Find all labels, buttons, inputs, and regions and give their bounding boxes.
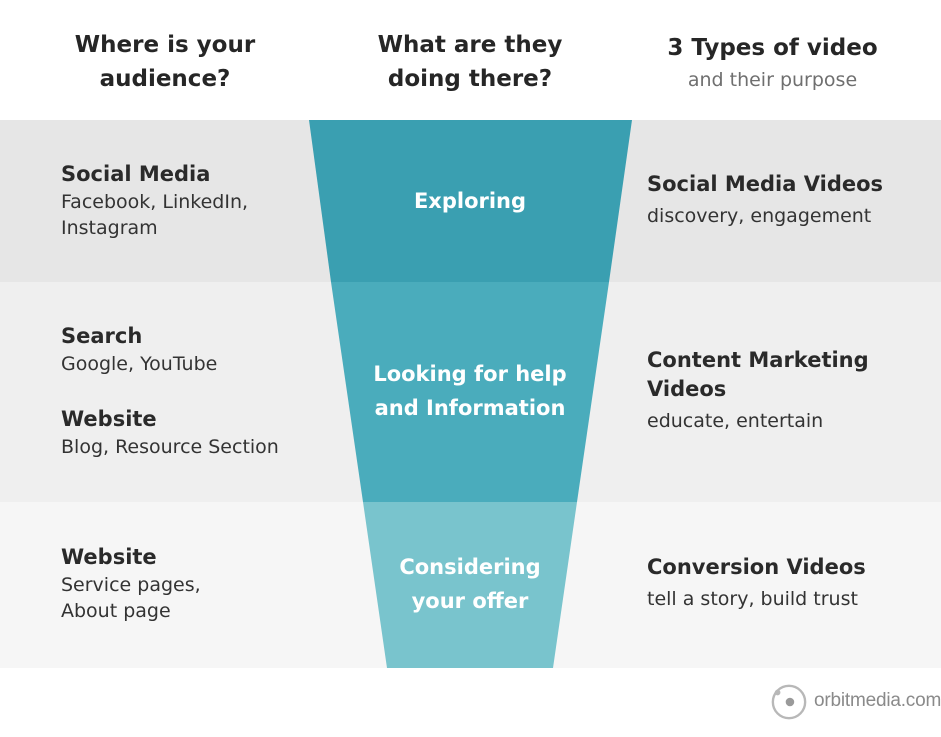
stage-label-line: Considering: [399, 555, 541, 579]
header-video-types-title: 3 Types of video: [667, 35, 878, 61]
funnel-segment-middle: [331, 282, 609, 502]
audience-desc-line: Instagram: [61, 217, 158, 239]
header-audience-line-1: Where is your: [74, 32, 256, 58]
audience-desc-line: Google, YouTube: [61, 353, 218, 375]
stage-considering: Considering your offer: [330, 550, 610, 618]
video-desc: tell a story, build trust: [647, 588, 858, 610]
header-video-types-subtitle: and their purpose: [687, 69, 858, 91]
audience-desc-line: About page: [61, 600, 171, 622]
header-activity: What are they doing there?: [318, 28, 622, 96]
video-desc: educate, entertain: [647, 410, 824, 432]
stage-label-line: Looking for help: [373, 362, 567, 386]
funnel-segment-bottom: [363, 502, 577, 668]
audience-website-service: Website Service pages, About page: [61, 543, 316, 624]
funnel-segment-top: [309, 120, 632, 282]
audience-title: Search: [61, 324, 143, 348]
audience-desc-line: Blog, Resource Section: [61, 436, 279, 458]
video-conversion: Conversion Videos tell a story, build tr…: [647, 553, 927, 612]
audience-title: Website: [61, 545, 157, 569]
stage-exploring: Exploring: [330, 184, 610, 218]
audience-website-blog: Website Blog, Resource Section: [61, 405, 316, 460]
header-video-types: 3 Types of video and their purpose: [630, 31, 915, 95]
audience-title: Website: [61, 407, 157, 431]
header-audience-line-2: audience?: [99, 66, 231, 92]
video-title: Social Media Videos: [647, 172, 884, 196]
audience-desc-line: Service pages,: [61, 574, 201, 596]
orbit-logo-icon: [771, 684, 807, 720]
stage-looking-for-help: Looking for help and Information: [330, 357, 610, 425]
audience-search: Search Google, YouTube: [61, 322, 316, 377]
video-social-media: Social Media Videos discovery, engagemen…: [647, 170, 927, 229]
stage-label-line: and Information: [374, 396, 566, 420]
audience-title: Social Media: [61, 162, 211, 186]
video-title: Videos: [647, 377, 727, 401]
video-title: Content Marketing: [647, 348, 869, 372]
stage-label-line: your offer: [411, 589, 529, 613]
header-activity-line-1: What are they: [377, 32, 563, 58]
audience-social-media: Social Media Facebook, LinkedIn, Instagr…: [61, 160, 316, 241]
video-content-marketing: Content Marketing Videos educate, entert…: [647, 346, 927, 434]
header-activity-line-2: doing there?: [387, 66, 553, 92]
stage-label-line: Exploring: [413, 189, 527, 213]
video-title: Conversion Videos: [647, 555, 866, 579]
video-desc: discovery, engagement: [647, 205, 872, 227]
brand-text[interactable]: orbitmedia.com: [814, 690, 941, 711]
audience-desc-line: Facebook, LinkedIn,: [61, 191, 249, 213]
header-audience: Where is your audience?: [30, 28, 300, 96]
